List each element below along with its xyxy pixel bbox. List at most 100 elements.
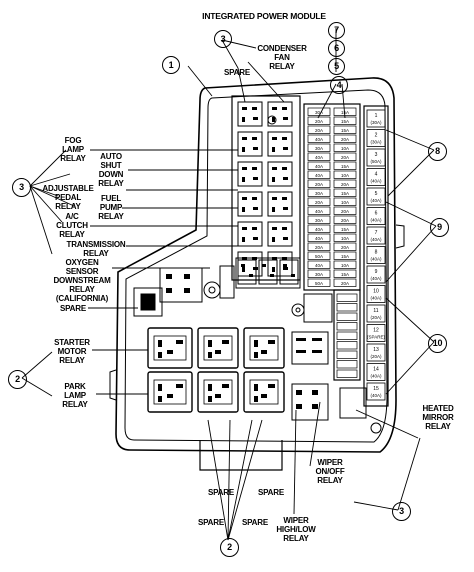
mini-relay [237, 221, 263, 247]
label-line: HEATED [422, 404, 454, 413]
mini-fuse [307, 161, 331, 170]
relay-terminal [282, 137, 287, 140]
fuse-rating: 15A [341, 272, 349, 277]
relay-terminal [208, 352, 212, 358]
mini-fuse [307, 269, 331, 278]
fuse-rating: 30A [315, 110, 323, 115]
maxi-fuse-rating: (20A) [370, 315, 382, 320]
mini-relay [267, 131, 293, 157]
label-wiper-on-off-relay: WIPER ON/OFF RELAY [310, 458, 350, 485]
connector-pin [312, 350, 322, 353]
fuse-rating: 20A [341, 182, 349, 187]
label-line: LAMP [64, 391, 86, 400]
relay-terminal [241, 264, 245, 267]
label-line: (CALIFORNIA) [55, 294, 109, 303]
mini-fuse [336, 293, 358, 302]
relay-terminal [283, 237, 288, 240]
relay-terminal [242, 257, 247, 260]
mini-relay [237, 259, 257, 285]
connector-pin [296, 350, 306, 353]
relay-terminal [291, 274, 295, 277]
fuse-rating: 20A [315, 245, 323, 250]
connector-pin [184, 288, 190, 293]
fuse-rating: 40A [315, 263, 323, 268]
label-line: PARK [64, 382, 86, 391]
maxi-fuse [366, 246, 386, 264]
label-line: RELAY [59, 230, 85, 239]
relay-terminal [249, 274, 253, 277]
fuse-rating: 10A [341, 200, 349, 205]
fuse-rating: 40A [315, 173, 323, 178]
connector-pin [296, 390, 302, 395]
mini-fuse [307, 179, 331, 188]
maxi-fuse [366, 187, 386, 206]
leader-lines [21, 28, 437, 541]
relay-terminal [158, 352, 162, 358]
label-line: DOWN [98, 170, 124, 179]
relay-terminal [253, 117, 258, 120]
relay-terminal [282, 107, 287, 110]
relay-terminal [268, 384, 275, 388]
relay-terminal [272, 267, 275, 272]
mini-fuse [307, 251, 331, 260]
relay-terminal [272, 237, 275, 242]
label-line: A/C [65, 212, 79, 221]
mini-fuse [333, 197, 357, 206]
maxi-fuse-number: 5 [375, 191, 378, 197]
relay-terminal [242, 207, 245, 212]
maxi-fuse-number: 3 [375, 152, 378, 158]
connector-pin [166, 288, 172, 293]
label-auto-shutdown-relay: AUTO SHUT DOWN RELAY [94, 152, 128, 188]
maxi-fuse-number: 8 [375, 250, 378, 256]
relay-terminal [282, 197, 287, 200]
housing-inner-outline [124, 89, 388, 443]
label-line: RELAY [83, 249, 109, 258]
maxi-fuse [366, 324, 386, 342]
maxi-fuse-number: 7 [375, 230, 378, 236]
relay-terminal [242, 147, 245, 152]
relay-terminal [167, 394, 173, 398]
callout-2-left: 2 [8, 370, 27, 389]
fuse-rating: 15A [341, 191, 349, 196]
mini-relay [237, 101, 263, 127]
label-fuel-pump-relay: FUEL PUMP RELAY [96, 194, 126, 221]
mini-fuse [333, 251, 357, 260]
fuse-rating: 20A [341, 245, 349, 250]
mini-fuse [307, 224, 331, 233]
label-line: RELAY [62, 400, 88, 409]
mini-fuse [336, 350, 358, 359]
relay-socket [203, 379, 233, 405]
label-line: FOG [64, 136, 82, 145]
maxi-fuse-rating: (30A) [370, 140, 382, 145]
fuse-rating: 20A [341, 155, 349, 160]
mini-relay [237, 131, 263, 157]
fuse-rating: 15A [341, 119, 349, 124]
callout-2-bottom: 2 [220, 538, 239, 557]
label-line: ADJUSTABLE [42, 184, 94, 193]
callout-10: 10 [428, 334, 447, 353]
maxi-fuse [366, 129, 386, 147]
relay-terminal [272, 137, 277, 140]
label-line: RELAY [98, 179, 124, 188]
mini-fuse [336, 331, 358, 340]
callout-4: 4 [330, 76, 348, 94]
maxi-fuse-number: 10 [373, 289, 379, 295]
label-line: MIRROR [422, 413, 454, 422]
callout-7: 7 [328, 22, 345, 39]
callout-8: 8 [428, 142, 447, 161]
mini-fuse [307, 143, 331, 152]
fuse-rating: 15A [341, 110, 349, 115]
connector-pin [312, 390, 318, 395]
mini-fuse [333, 242, 357, 251]
relay-terminal [272, 197, 277, 200]
maxi-fuse [366, 168, 386, 186]
maxi-fuse-rating: (20A) [370, 354, 382, 359]
relay-terminal [253, 147, 258, 150]
connector-pin [184, 274, 190, 279]
relay-terminal [167, 350, 173, 354]
maxi-fuse-rating: (40A) [370, 296, 382, 301]
relay-terminal [158, 396, 162, 402]
label-line: FUEL [100, 194, 122, 203]
mini-fuse [333, 170, 357, 179]
fuse-rating: 15A [341, 254, 349, 259]
